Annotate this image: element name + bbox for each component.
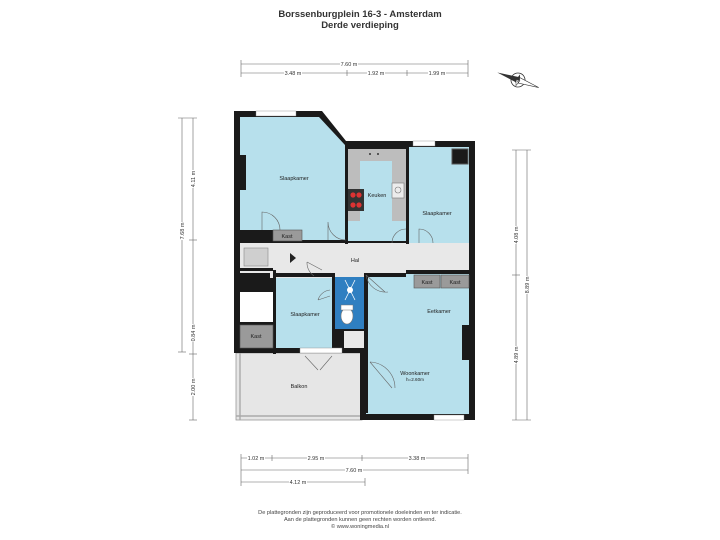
toilet-icon	[340, 307, 354, 325]
label-kast-4: Kast	[250, 334, 261, 340]
dim-right-seg2: 4.89 m	[514, 346, 520, 363]
label-kast-3: Kast	[449, 280, 460, 286]
label-keuken: Keuken	[368, 193, 387, 199]
sink-icon	[391, 182, 405, 199]
footer-disclaimer-2: Aan de plattegronden kunnen geen rechten…	[283, 517, 437, 523]
label-slaapkamer-1: Slaapkamer	[279, 176, 309, 182]
label-kast-2: Kast	[421, 280, 432, 286]
label-woonkamer-height: h=2.60m	[406, 377, 424, 382]
label-woonkamer: Woonkamer	[400, 371, 430, 377]
cabinet-kast-3	[440, 274, 470, 289]
room-labels: Slaapkamer Keuken Slaapkamer Hal Kast Ka…	[250, 176, 460, 390]
dim-left-seg2: 0.84 m	[191, 324, 197, 341]
bathroom-cabinet	[344, 331, 364, 348]
dim-top-seg3: 1.99 m	[429, 71, 446, 77]
dim-left-seg3: 2.00 m	[191, 378, 197, 395]
dim-bottom-seg1: 1.02 m	[248, 456, 265, 462]
plan-title: Borssenburgplein 16-3 - Amsterdam	[278, 9, 442, 20]
cabinet-kast-4	[239, 324, 274, 349]
dim-left-total: 7.68 m	[180, 222, 186, 239]
label-slaapkamer-2: Slaapkamer	[422, 211, 452, 217]
label-kast-1: Kast	[281, 234, 292, 240]
room-hal	[240, 243, 469, 273]
compass-icon: N	[497, 72, 539, 88]
label-eetkamer: Eetkamer	[427, 309, 451, 315]
plan-subtitle: Derde verdieping	[321, 20, 399, 31]
radiator-icon	[240, 155, 246, 190]
dim-left-seg1: 4.11 m	[191, 170, 197, 187]
dim-bottom-seg2: 2.95 m	[308, 456, 325, 462]
footer-disclaimer-1: De plattegronden zijn geproduceerd voor …	[258, 510, 462, 516]
dim-right-seg1: 4.08 m	[514, 226, 520, 243]
label-balkon: Balkon	[291, 384, 308, 390]
column-icon	[451, 148, 469, 165]
dim-top-total: 7.60 m	[341, 62, 358, 68]
dim-bottom-seg3: 3.38 m	[409, 456, 426, 462]
dim-bottom-balcony: 4.12 m	[290, 480, 307, 486]
cabinet-kast-1	[272, 229, 303, 242]
dim-top-seg2: 1.92 m	[368, 71, 385, 77]
label-slaapkamer-3: Slaapkamer	[290, 312, 320, 318]
door-swings	[261, 211, 434, 389]
footer-copyright: © www.woningmedia.nl	[331, 524, 389, 530]
label-hal: Hal	[351, 258, 359, 264]
cabinet-kast-2	[413, 274, 441, 289]
dimension-labels: 7.60 m 3.48 m 1.92 m 1.99 m 1.02 m 2.95 …	[247, 60, 446, 486]
compass-label: N	[515, 79, 519, 85]
dimension-labels-vertical: 7.68 m 4.11 m 0.84 m 2.00 m 4.08 m 8.89 …	[178, 170, 531, 396]
arrow-icon	[290, 253, 296, 263]
windows	[255, 110, 465, 421]
room-slaapkamer-3	[276, 278, 332, 348]
dim-right-total: 8.89 m	[525, 276, 531, 293]
dim-top-seg1: 3.48 m	[285, 71, 302, 77]
storage-area	[240, 292, 273, 322]
stove-icon	[348, 189, 364, 211]
radiator-icon	[462, 325, 469, 360]
room-slaapkamer-1	[240, 117, 345, 240]
room-woonkamer	[366, 274, 469, 414]
dim-bottom-total: 7.60 m	[346, 468, 363, 474]
washer-icon	[243, 247, 269, 267]
